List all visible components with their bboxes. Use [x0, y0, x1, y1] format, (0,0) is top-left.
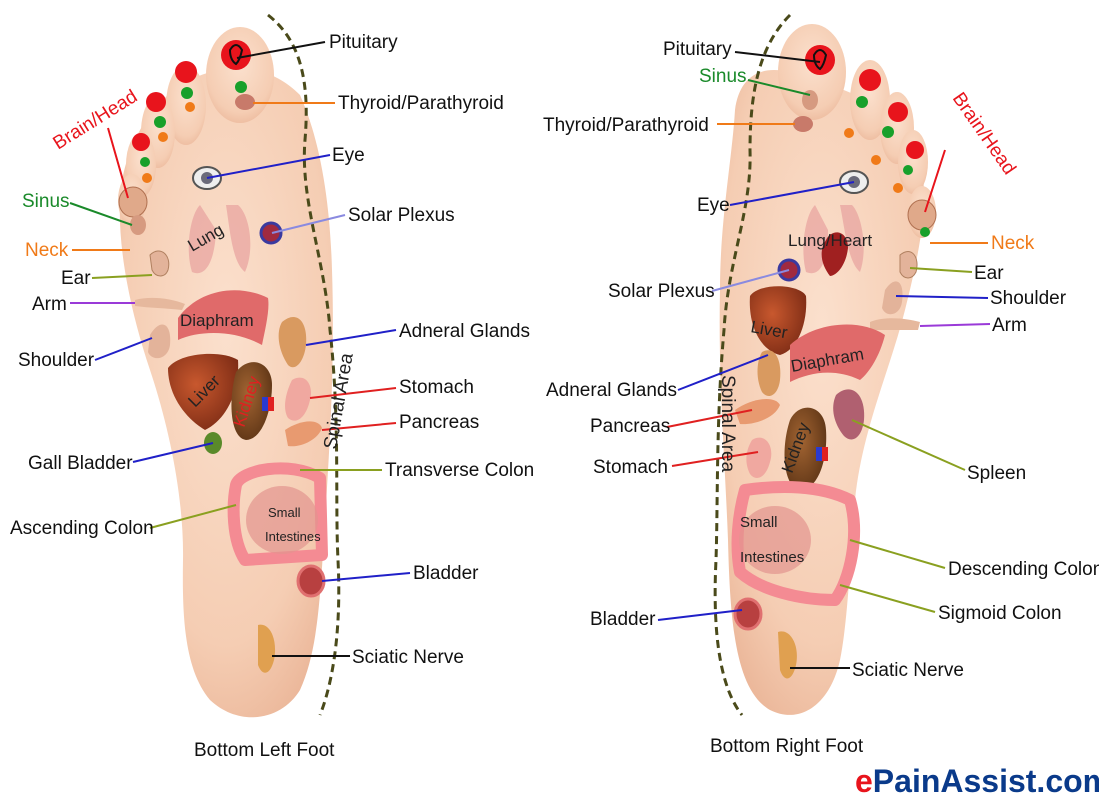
right-ear-organ: [900, 251, 917, 278]
right-bladder-pointer: [658, 610, 742, 620]
right-label-pancreas: Pancreas: [590, 416, 670, 437]
left-bladder-organ: [298, 566, 324, 596]
right-label-sigmoid: Sigmoid Colon: [938, 603, 1062, 624]
right-label-eye: Eye: [697, 195, 730, 216]
left-label-shoulder: Shoulder: [18, 350, 95, 371]
right-toe3-red-dot: [888, 102, 908, 122]
left-sinus-organ: [130, 215, 146, 235]
right-label-stomach: Stomach: [593, 457, 668, 478]
left-organ-label-diaphram: Diaphram: [180, 311, 254, 330]
right-toe2-orange-dot: [844, 128, 854, 138]
left-foot: Pituitary Thyroid/Parathyroid Brain/Head…: [10, 15, 534, 761]
right-ear-pointer: [910, 268, 972, 272]
left-label-thyroid: Thyroid/Parathyroid: [338, 93, 504, 114]
right-label-pituitary: Pituitary: [663, 39, 732, 60]
right-label-thyroid: Thyroid/Parathyroid: [543, 115, 709, 136]
right-sigmoid-pointer: [840, 585, 935, 612]
left-organ-label-small: Small: [268, 505, 301, 520]
left-label-transverse: Transverse Colon: [385, 460, 534, 481]
right-label-ear: Ear: [974, 263, 1004, 284]
left-label-brain: Brain/Head: [50, 86, 142, 154]
right-toe2-green-dot: [856, 96, 868, 108]
right-brain-green-dot: [920, 227, 930, 237]
left-label-ascending: Ascending Colon: [10, 518, 154, 539]
right-toe4-orange-dot: [893, 183, 903, 193]
right-label-solar: Solar Plexus: [608, 281, 715, 302]
left-ear-organ: [150, 251, 169, 276]
left-label-eye: Eye: [332, 145, 365, 166]
right-label-arm: Arm: [992, 315, 1027, 336]
right-foot: Pituitary Sinus Thyroid/Parathyroid Brai…: [543, 15, 1099, 757]
left-toe2-green-dot: [181, 87, 193, 99]
left-toe4-orange-dot: [142, 173, 152, 183]
right-shoulder-pointer: [896, 296, 988, 298]
left-toe4-green-dot: [140, 157, 150, 167]
left-label-gall: Gall Bladder: [28, 453, 133, 474]
right-label-neck: Neck: [991, 233, 1035, 254]
left-toe3-green-dot: [154, 116, 166, 128]
right-toe3-green-dot: [882, 126, 894, 138]
left-toe4-red-dot: [132, 133, 150, 151]
right-label-bladder: Bladder: [590, 609, 656, 630]
left-label-stomach: Stomach: [399, 377, 474, 398]
right-label-sciatic: Sciatic Nerve: [852, 660, 964, 681]
watermark-rest: PainAssist.com: [873, 763, 1099, 799]
left-solar-plexus-organ: [261, 223, 281, 243]
right-spinal-label: Spinal Area: [717, 375, 738, 473]
left-label-solar: Solar Plexus: [348, 205, 455, 226]
right-spleen-pointer: [852, 420, 965, 470]
right-label-brain: Brain/Head: [948, 89, 1020, 179]
right-toe4-green-dot: [903, 165, 913, 175]
left-toe3-orange-dot: [158, 132, 168, 142]
left-toe2-red-dot: [175, 61, 197, 83]
left-toe3-red-dot: [146, 92, 166, 112]
left-label-pancreas: Pancreas: [399, 412, 479, 433]
right-organ-label-small: Small: [740, 514, 778, 531]
left-kidney-vessel-blue: [262, 397, 268, 411]
left-toe2-orange-dot: [185, 102, 195, 112]
watermark-e: e: [855, 763, 873, 799]
right-toe3-orange-dot: [871, 155, 881, 165]
right-label-adrenal: Adneral Glands: [546, 380, 677, 401]
left-brain-pointer: [108, 128, 128, 198]
right-kidney-vessel-blue: [816, 447, 822, 461]
left-thyroid-green-dot: [235, 81, 247, 93]
left-label-bladder: Bladder: [413, 563, 479, 584]
left-label-sinus: Sinus: [22, 191, 70, 212]
right-label-spleen: Spleen: [967, 463, 1026, 484]
right-bladder-organ: [735, 599, 761, 629]
left-label-ear: Ear: [61, 268, 91, 289]
right-organ-label-intestines: Intestines: [740, 549, 804, 566]
right-foot-caption: Bottom Right Foot: [710, 736, 864, 757]
right-arm-organ: [870, 318, 920, 330]
right-toe-4: [898, 130, 928, 194]
left-bladder-pointer: [322, 573, 410, 581]
right-label-shoulder: Shoulder: [990, 288, 1067, 309]
right-toe4-red-dot: [906, 141, 924, 159]
left-label-adrenal: Adneral Glands: [399, 321, 530, 342]
right-kidney-vessel-red: [822, 447, 828, 461]
right-descending-pointer: [850, 540, 945, 568]
right-arm-pointer: [920, 324, 990, 326]
right-toe2-red-dot: [859, 69, 881, 91]
left-label-neck: Neck: [25, 240, 69, 261]
left-label-sciatic: Sciatic Nerve: [352, 647, 464, 668]
left-organ-label-intestines: Intestines: [265, 529, 321, 544]
left-thyroid-gland: [235, 94, 255, 110]
left-brain-organ: [119, 187, 147, 217]
watermark: ePainAssist.com: [855, 763, 1099, 799]
left-label-pituitary: Pituitary: [329, 32, 398, 53]
right-label-sinus: Sinus: [699, 66, 747, 87]
left-label-arm: Arm: [32, 294, 67, 315]
right-brain-organ: [908, 200, 936, 230]
right-organ-label-lung-heart: Lung/Heart: [788, 231, 872, 250]
right-label-descending: Descending Colon: [948, 559, 1099, 580]
left-kidney-vessel-red: [268, 397, 274, 411]
right-thyroid-gland: [793, 116, 813, 132]
left-foot-caption: Bottom Left Foot: [194, 740, 335, 761]
